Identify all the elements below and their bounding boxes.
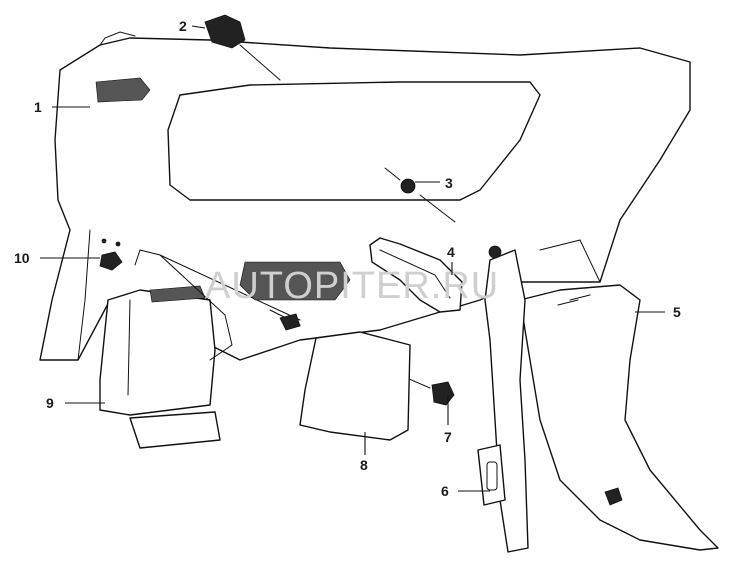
left-clip — [99, 238, 123, 271]
top-clip — [204, 14, 281, 81]
callout-9: 9 — [46, 395, 54, 411]
callout-6: 6 — [441, 483, 449, 499]
quarter-trim-panel — [39, 31, 691, 361]
hook-bracket — [369, 237, 463, 313]
callout-5: 5 — [673, 304, 681, 320]
callout-labels: 1 2 3 4 5 6 7 8 9 10 — [14, 18, 681, 499]
watermark-text: AUTOPITER.RU — [205, 265, 499, 307]
module-box — [99, 249, 301, 449]
callout-7: 7 — [444, 429, 452, 445]
callout-3: 3 — [445, 175, 453, 191]
leader-lines — [40, 25, 665, 492]
callout-10: 10 — [14, 250, 30, 266]
callout-2: 2 — [179, 18, 187, 34]
callout-1: 1 — [34, 99, 42, 115]
panel-fastener — [384, 167, 456, 223]
side-trim-panel — [519, 284, 719, 551]
callout-4: 4 — [447, 244, 455, 260]
wiring-harness — [239, 261, 351, 331]
callout-8: 8 — [360, 457, 368, 473]
pillar-trim-strip — [477, 245, 529, 553]
access-cover — [299, 331, 411, 441]
